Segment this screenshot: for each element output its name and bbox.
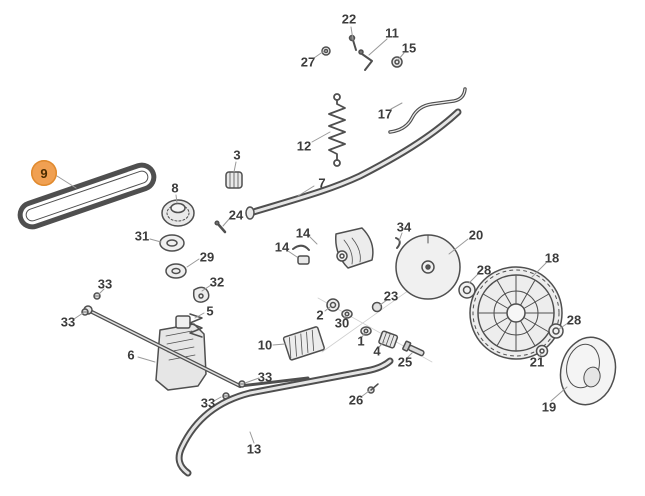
part-label-24[interactable]: 24: [228, 207, 244, 223]
tension-spring-drawing: [328, 93, 346, 167]
pulley-stack-drawing: [159, 199, 195, 279]
part-label-33[interactable]: 33: [257, 369, 273, 385]
part-label-7[interactable]: 7: [318, 175, 326, 191]
bracket-drawing: [192, 286, 210, 303]
part-label-26[interactable]: 26: [348, 392, 364, 408]
part-label-33[interactable]: 33: [200, 395, 216, 411]
part-label-25[interactable]: 25: [397, 354, 413, 370]
upper-tube-drawing: [245, 108, 462, 220]
part-label-14[interactable]: 14: [295, 225, 311, 241]
top-hardware-drawing: [321, 34, 403, 71]
part-label-5[interactable]: 5: [206, 303, 214, 319]
part-label-28[interactable]: 28: [566, 312, 582, 328]
part-label-14[interactable]: 14: [274, 239, 290, 255]
pin-drawing: [214, 220, 227, 234]
part-label-10[interactable]: 10: [257, 337, 273, 353]
part-label-28[interactable]: 28: [476, 262, 492, 278]
part-label-23[interactable]: 23: [383, 288, 399, 304]
part-label-22[interactable]: 22: [341, 11, 357, 27]
part-label-6[interactable]: 6: [127, 347, 135, 363]
plate-drawing: [282, 326, 325, 361]
small-hardware-drawing: [326, 298, 425, 357]
part-label-13[interactable]: 13: [246, 441, 262, 457]
leader-lines: [56, 26, 569, 444]
part-label-4[interactable]: 4: [373, 343, 381, 359]
part-label-8[interactable]: 8: [171, 180, 179, 196]
wheel-drawing: [469, 266, 563, 360]
part-label-17[interactable]: 17: [377, 106, 393, 122]
part-label-31[interactable]: 31: [134, 228, 150, 244]
small-spring-drawing: [189, 313, 203, 338]
part-label-20[interactable]: 20: [468, 227, 484, 243]
part-label-32[interactable]: 32: [209, 274, 225, 290]
part-label-3[interactable]: 3: [233, 147, 241, 163]
wheel-hardware-drawing: [458, 281, 564, 358]
part-label-19[interactable]: 19: [541, 399, 557, 415]
part-label-1[interactable]: 1: [357, 333, 365, 349]
belt-drawing: [17, 162, 157, 230]
part-label-12[interactable]: 12: [296, 138, 312, 154]
part-label-18[interactable]: 18: [544, 250, 560, 266]
part-label-33[interactable]: 33: [97, 276, 113, 292]
part-label-21[interactable]: 21: [529, 354, 545, 370]
part-label-27[interactable]: 27: [300, 54, 316, 70]
part-label-2[interactable]: 2: [316, 307, 324, 323]
part-label-9[interactable]: 9: [31, 160, 57, 186]
adjuster-rod-drawing: [388, 87, 467, 134]
part-label-11[interactable]: 11: [385, 25, 399, 41]
height-lever-drawing: [292, 227, 401, 269]
part-label-34[interactable]: 34: [396, 219, 412, 235]
lower-handle-drawing: [175, 357, 394, 477]
cover-disc-drawing: [395, 234, 461, 300]
part-label-30[interactable]: 30: [334, 315, 350, 331]
part-label-29[interactable]: 29: [199, 249, 215, 265]
hub-cap-drawing: [559, 336, 617, 406]
part-label-33[interactable]: 33: [60, 314, 76, 330]
part-label-15[interactable]: 15: [401, 40, 417, 56]
